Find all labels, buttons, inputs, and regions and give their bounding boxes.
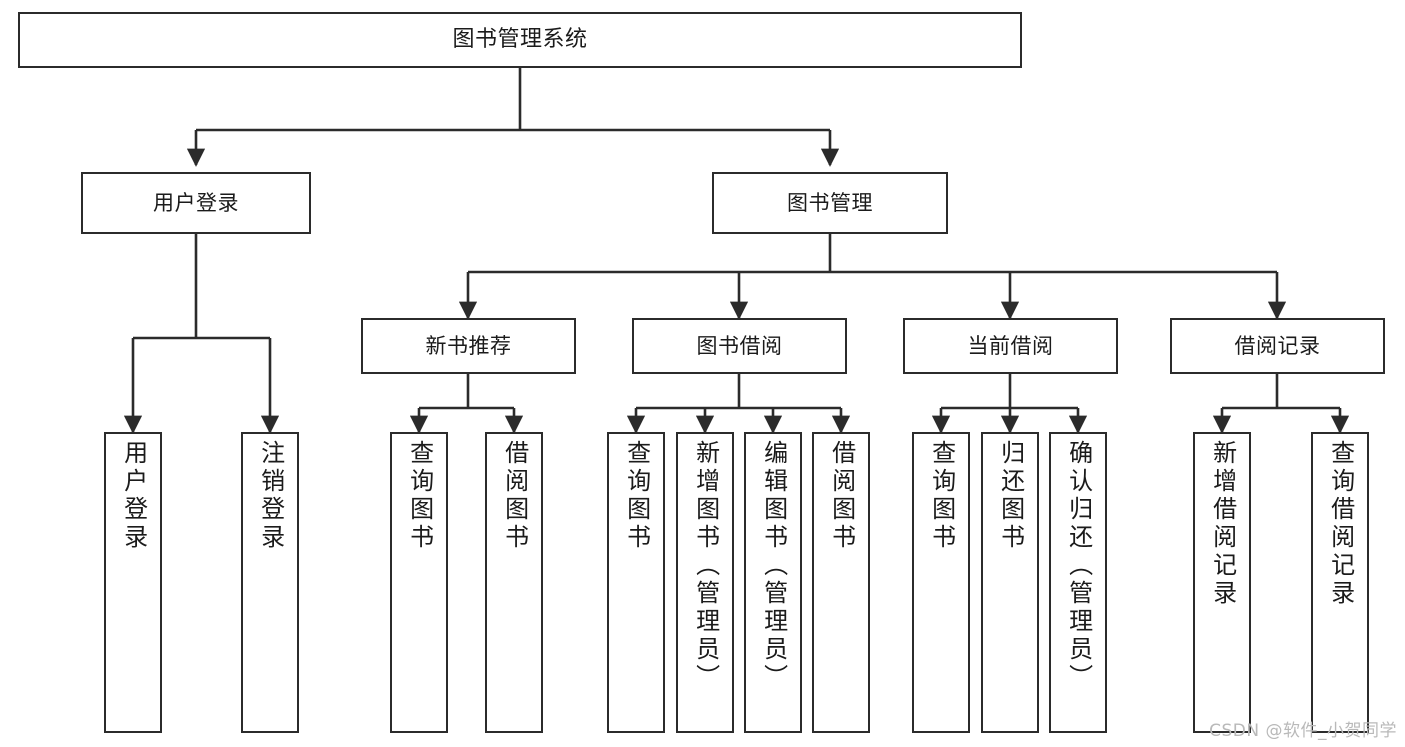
leaf-label: 查询图书: [405, 440, 434, 552]
node-book-management[interactable]: 图书管理: [712, 172, 948, 234]
node-book-borrow[interactable]: 图书借阅: [632, 318, 847, 374]
leaf-label: 新增借阅记录: [1208, 440, 1237, 608]
leaf-label: 注销登录: [256, 440, 285, 552]
node-user-login-label: 用户登录: [153, 190, 239, 215]
leaf-label: 借阅图书: [827, 440, 856, 552]
node-book-borrow-label: 图书借阅: [696, 333, 783, 358]
leaf-label: 查询借阅记录: [1326, 440, 1355, 608]
leaf-new-book-borrow[interactable]: 借阅图书: [485, 432, 543, 733]
node-book-management-label: 图书管理: [787, 190, 873, 215]
leaf-new-book-query[interactable]: 查询图书: [390, 432, 448, 733]
node-root-label: 图书管理系统: [452, 27, 588, 53]
leaf-label: 确认归还（管理员）: [1064, 440, 1093, 692]
leaf-label: 查询图书: [927, 440, 956, 552]
leaf-current-borrow-return[interactable]: 归还图书: [981, 432, 1039, 733]
leaf-book-borrow-borrow[interactable]: 借阅图书: [812, 432, 870, 733]
leaf-current-borrow-confirm-return[interactable]: 确认归还（管理员）: [1049, 432, 1107, 733]
leaf-label: 新增图书（管理员）: [691, 440, 720, 692]
leaf-user-login-logout[interactable]: 注销登录: [241, 432, 299, 733]
leaf-label: 编辑图书（管理员）: [759, 440, 788, 692]
leaf-borrow-record-add[interactable]: 新增借阅记录: [1193, 432, 1251, 733]
node-new-book-recommend-label: 新书推荐: [425, 333, 512, 358]
node-root[interactable]: 图书管理系统: [18, 12, 1022, 68]
leaf-user-login-login[interactable]: 用户登录: [104, 432, 162, 733]
node-new-book-recommend[interactable]: 新书推荐: [361, 318, 576, 374]
leaf-label: 借阅图书: [500, 440, 529, 552]
leaf-book-borrow-edit[interactable]: 编辑图书（管理员）: [744, 432, 802, 733]
leaf-label: 查询图书: [622, 440, 651, 552]
leaf-borrow-record-query[interactable]: 查询借阅记录: [1311, 432, 1369, 733]
leaf-label: 归还图书: [996, 440, 1025, 552]
node-current-borrow-label: 当前借阅: [967, 333, 1054, 358]
node-user-login[interactable]: 用户登录: [81, 172, 311, 234]
leaf-book-borrow-add[interactable]: 新增图书（管理员）: [676, 432, 734, 733]
node-borrow-record-label: 借阅记录: [1234, 333, 1321, 358]
leaf-label: 用户登录: [119, 440, 148, 552]
leaf-current-borrow-query[interactable]: 查询图书: [912, 432, 970, 733]
watermark-text: CSDN @软件_小贺同学: [1209, 721, 1397, 741]
leaf-book-borrow-query[interactable]: 查询图书: [607, 432, 665, 733]
node-current-borrow[interactable]: 当前借阅: [903, 318, 1118, 374]
node-borrow-record[interactable]: 借阅记录: [1170, 318, 1385, 374]
